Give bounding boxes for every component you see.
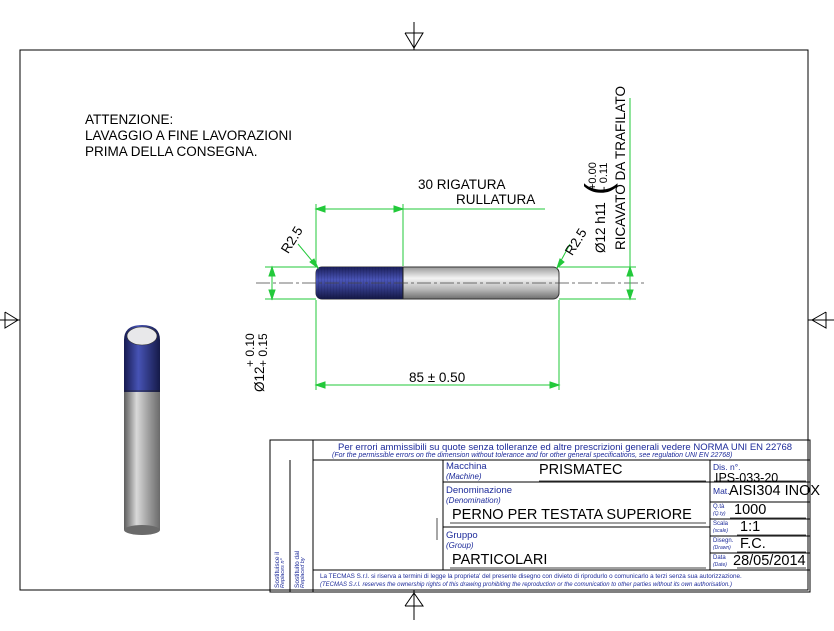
- length-dimension-label: 85 ± 0.50: [409, 370, 466, 385]
- material-label: Mat.: [713, 486, 730, 496]
- quantity-value: 1000: [734, 502, 767, 518]
- drawn-by-label-en: (Drawn): [713, 545, 731, 551]
- dimension-lines: [265, 98, 636, 390]
- knurl-dimension-label-2: RULLATURA: [456, 192, 536, 207]
- quantity-label: Q.tà: [713, 504, 725, 510]
- centering-mark-left: [0, 311, 20, 329]
- note-line-3: PRIMA DELLA CONSEGNA.: [85, 144, 258, 159]
- date-label: Data: [713, 555, 726, 561]
- replaces-label-en: Replaces n°: [280, 558, 286, 588]
- date-label-en: (Date): [713, 562, 727, 568]
- knurl-dimension-label-1: 30 RIGATURA: [418, 177, 506, 192]
- left-diameter-label: Ø12: [252, 366, 267, 392]
- material-value: AISI304 INOX: [729, 483, 821, 499]
- ownership-note: La TECMAS S.r.l. si riserva a termini di…: [320, 573, 742, 580]
- pin-isometric-view: [124, 325, 160, 535]
- washing-note: ATTENZIONE: LAVAGGIO A FINE LAVORAZIONI …: [85, 112, 292, 160]
- title-block: Per errori ammissibili su quote senza to…: [270, 440, 820, 592]
- right-tolerance-lower: - 0.11: [598, 162, 610, 190]
- centering-mark-top: [404, 22, 424, 50]
- group-label: Gruppo: [446, 530, 478, 541]
- scale-value: 1:1: [740, 519, 761, 535]
- note-line-1: ATTENZIONE:: [85, 112, 174, 127]
- centering-mark-bottom: [404, 590, 424, 620]
- drawn-by-label: Disegn.: [713, 538, 734, 544]
- denomination-value: PERNO PER TESTATA SUPERIORE: [452, 507, 692, 523]
- drawing-number-value: IPS-033-20: [715, 471, 779, 485]
- tolerance-note: Per errori ammissibili su quote senza to…: [338, 442, 793, 453]
- pin-side-view: [256, 266, 645, 300]
- date-value: 28/05/2014: [733, 553, 806, 569]
- right-diameter-label: Ø12 h11: [593, 202, 608, 253]
- machine-label-en: (Machine): [446, 472, 482, 481]
- group-value: PARTICOLARI: [452, 552, 548, 568]
- note-line-2: LAVAGGIO A FINE LAVORAZIONI: [85, 128, 293, 143]
- ownership-note-en: (TECMAS S.r.l. reserves the ownership ri…: [320, 582, 732, 588]
- left-tolerance-upper: + 0.10: [243, 333, 257, 367]
- scale-label: Scala: [713, 521, 729, 527]
- title-block-grid: [269, 439, 811, 593]
- replaced-by-label-en: Replaced by: [300, 557, 306, 588]
- machine-label: Macchina: [446, 461, 487, 472]
- drawn-by-value: F.C.: [740, 536, 766, 552]
- centering-mark-right: [808, 311, 834, 329]
- tolerance-note-en: (For the permissible errors on the dimen…: [332, 452, 733, 459]
- quantity-label-en: (Q.ty): [713, 511, 726, 517]
- group-label-en: (Group): [446, 541, 474, 550]
- drawn-bar-label: RICAVATO DA TRAFILATO: [613, 85, 628, 250]
- machine-value: PRISMATEC: [539, 462, 623, 478]
- drawing-number-label: Dis. n°.: [713, 462, 741, 472]
- denomination-label: Denominazione: [446, 485, 513, 496]
- left-tolerance-lower: + 0.15: [256, 333, 270, 367]
- scale-label-en: (scale): [713, 528, 729, 534]
- denomination-label-en: (Denomination): [446, 496, 501, 505]
